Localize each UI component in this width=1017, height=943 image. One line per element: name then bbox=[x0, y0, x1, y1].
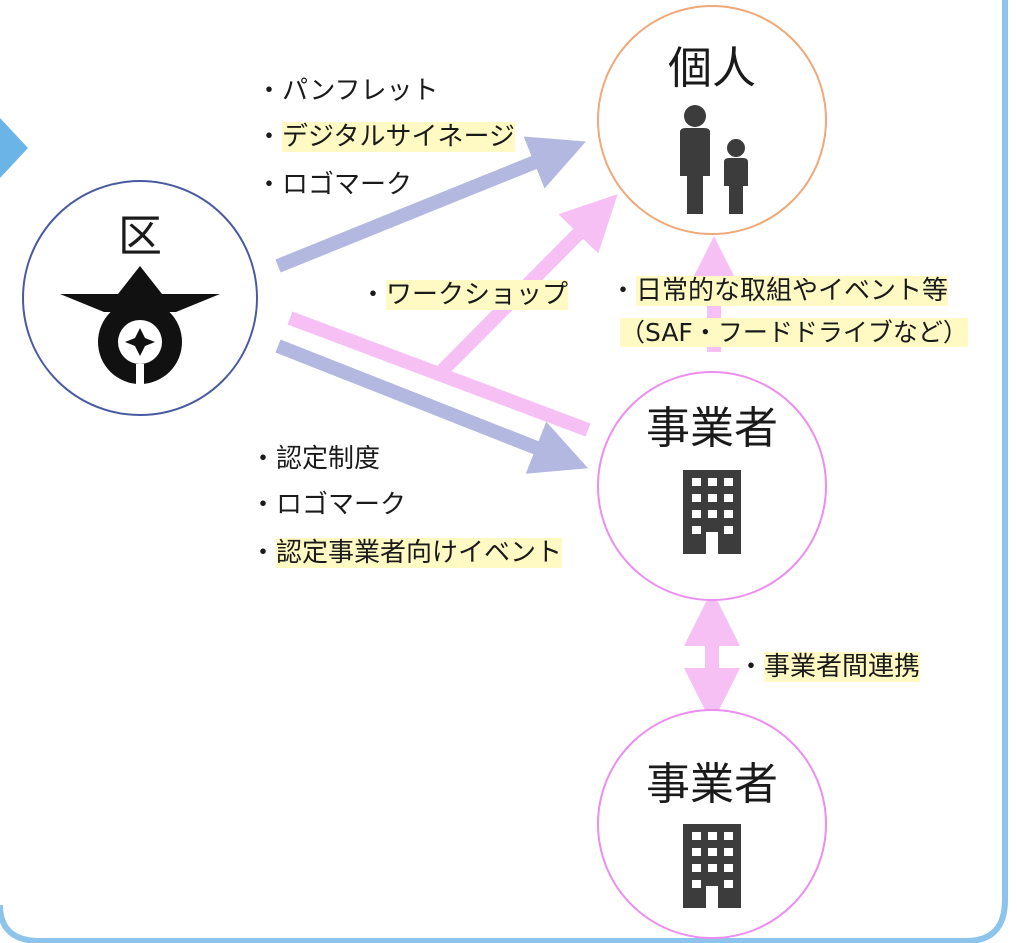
label-pamphlet: ・パンフレット bbox=[256, 74, 439, 108]
label-text: ロゴマーク bbox=[282, 170, 413, 200]
label-logo-mark-1: ・ロゴマーク bbox=[256, 168, 412, 202]
arrow-ward-to-business bbox=[275, 339, 589, 474]
label-workshop: ・ワークショップ bbox=[360, 278, 569, 312]
arrow-ward-to-individual bbox=[275, 136, 586, 273]
label-text: 日常的な取組やイベント等 bbox=[636, 276, 949, 306]
label-prefix: ・ bbox=[250, 538, 277, 568]
people-icon bbox=[680, 105, 748, 214]
label-certified-business-events: ・認定事業者向けイベント bbox=[250, 536, 563, 570]
label-prefix: ・ bbox=[738, 652, 765, 682]
arrow-ward-workshop-line bbox=[287, 311, 591, 437]
label-prefix: ・ bbox=[256, 122, 283, 152]
label-text: 認定事業者向けイベント bbox=[276, 538, 563, 568]
label-prefix: ・ bbox=[250, 444, 277, 474]
label-text: （SAF・フードドライブなど） bbox=[620, 318, 968, 347]
node-individual-title: 個人 bbox=[668, 43, 756, 94]
node-ward-title: 区 bbox=[118, 211, 162, 262]
label-prefix: ・ bbox=[610, 276, 637, 306]
label-daily-activities: ・日常的な取組やイベント等 bbox=[610, 274, 949, 308]
label-business-collaboration: ・事業者間連携 bbox=[738, 650, 921, 684]
building-icon bbox=[683, 470, 741, 554]
label-text: デジタルサイネージ bbox=[282, 122, 515, 152]
label-prefix: ・ bbox=[250, 490, 277, 520]
label-text: 認定制度 bbox=[276, 444, 381, 474]
node-business-1-title: 事業者 bbox=[646, 403, 778, 454]
node-individual-circle bbox=[597, 5, 827, 235]
label-prefix: ・ bbox=[256, 170, 283, 200]
label-digital-signage: ・デジタルサイネージ bbox=[256, 120, 515, 154]
label-text: ワークショップ bbox=[386, 280, 569, 310]
ward-emblem-icon bbox=[60, 266, 220, 386]
label-prefix: ・ bbox=[256, 76, 283, 106]
frame-tab-arrow bbox=[0, 118, 28, 178]
node-business-2-title: 事業者 bbox=[646, 759, 778, 810]
label-text: パンフレット bbox=[282, 76, 439, 106]
label-certification: ・認定制度 bbox=[250, 442, 380, 476]
label-daily-examples: （SAF・フードドライブなど） bbox=[620, 316, 968, 350]
label-text: ロゴマーク bbox=[276, 490, 407, 520]
label-text: 事業者間連携 bbox=[764, 652, 921, 682]
building-icon bbox=[683, 824, 741, 908]
label-prefix: ・ bbox=[360, 280, 387, 310]
label-logo-mark-2: ・ロゴマーク bbox=[250, 488, 406, 522]
